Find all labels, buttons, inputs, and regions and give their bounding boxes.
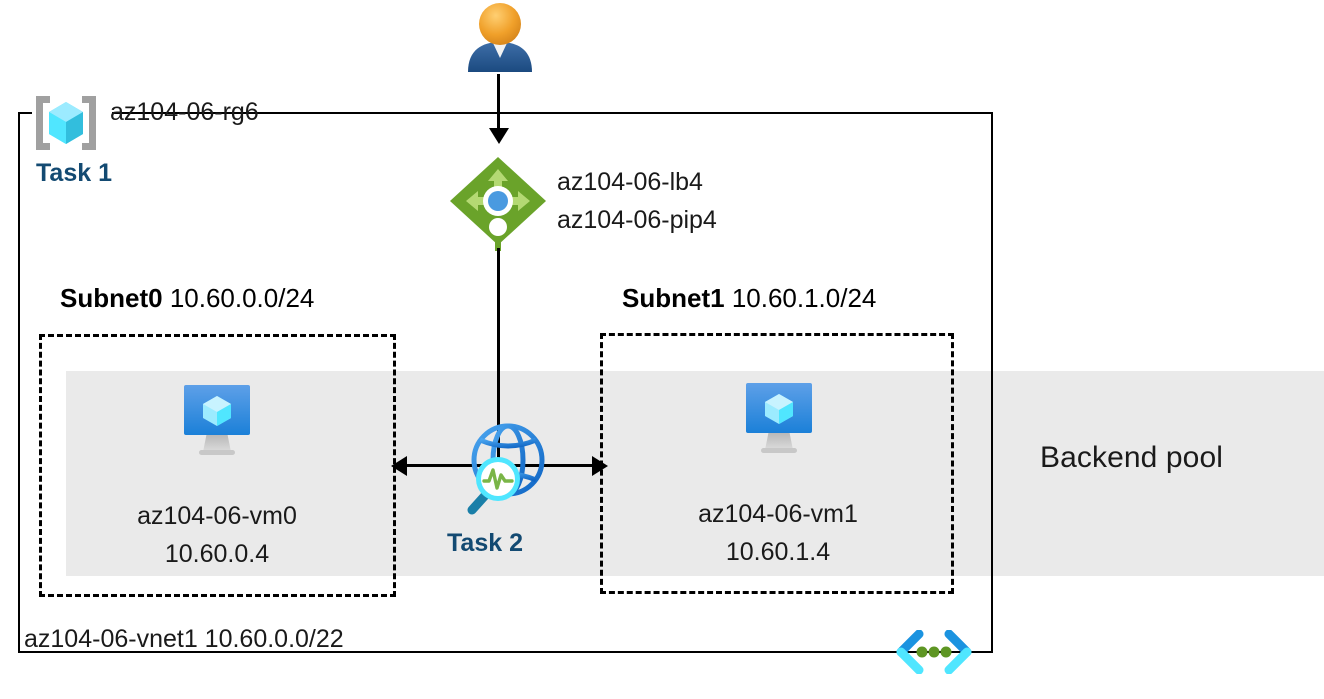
task-1-label: Task 1 [36,159,112,187]
resource-group-border-left [18,112,20,653]
resource-group-label: az104-06-rg6 [110,98,259,126]
subnet0-cidr: 10.60.0.0/24 [169,283,315,313]
arrowhead-user-to-load-balancer [489,128,509,144]
backend-pool-label: Backend pool [1040,441,1224,474]
load-balancer-icon [446,155,550,253]
subnet1-name: Subnet1 [622,283,725,313]
vnet-label: az104-06-vnet1 10.60.0.0/22 [24,625,344,653]
task-2-label: Task 2 [447,529,523,557]
user-icon [460,0,540,76]
resource-group-icon [30,93,102,153]
vm0-name: az104-06-vm0 [137,502,297,530]
resource-group-border-right [991,112,993,653]
vm0-ip: 10.60.0.4 [164,540,270,568]
arrowhead-toward-subnet1 [592,456,608,476]
arrow-user-to-load-balancer [497,74,500,136]
subnet0-name: Subnet0 [60,283,163,313]
subnet0-heading: Subnet0 10.60.0.0/24 [60,283,314,314]
vm0-labels: az104-06-vm0 10.60.0.4 [77,497,357,573]
resource-group-border-bottom [18,651,993,653]
load-balancer-labels: az104-06-lb4 az104-06-pip4 [557,163,717,239]
line-load-balancer-to-network-watcher [497,248,500,458]
virtual-machine-icon [735,380,823,458]
virtual-machine-icon [173,382,261,460]
public-ip-name: az104-06-pip4 [557,206,717,234]
backend-pool-band [66,371,1324,576]
load-balancer-name: az104-06-lb4 [557,168,703,196]
subnet1-heading: Subnet1 10.60.1.0/24 [622,283,876,314]
resource-group-border-top-stub [18,112,32,114]
vm1-name: az104-06-vm1 [698,500,858,528]
network-watcher-icon [456,420,552,520]
arrowhead-toward-subnet0 [391,456,407,476]
resource-group-border-top [112,112,993,114]
vm1-ip: 10.60.1.4 [725,538,831,566]
virtual-network-icon [893,629,975,675]
vm1-labels: az104-06-vm1 10.60.1.4 [638,495,918,571]
subnet1-cidr: 10.60.1.0/24 [731,283,877,313]
